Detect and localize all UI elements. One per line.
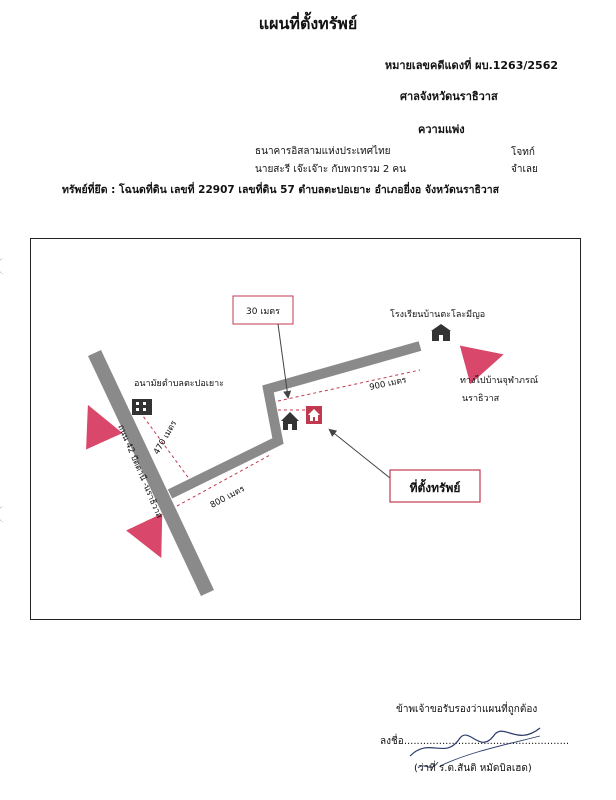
seized-property-line: ทรัพย์ที่ยึด : โฉนดที่ดิน เลขที่ 22907 เ…	[62, 181, 499, 198]
direction-label-line2: นราธิวาส	[462, 393, 500, 404]
distance-30-label: 30 เมตร	[246, 307, 280, 317]
callout-arrow-property	[328, 428, 391, 479]
sign-label: ลงชื่อ	[380, 736, 404, 747]
property-house-icon	[306, 406, 322, 424]
plaintiff-name: ธนาคารอิสลามแห่งประเทศไทย	[255, 146, 391, 157]
seized-detail: โฉนดที่ดิน เลขที่ 22907 เลขที่ดิน 57 ตำบ…	[119, 184, 500, 196]
distance-900-label: 900 เมตร	[369, 375, 408, 393]
direction-label-line1: ทางไปบ้านจุฬาภรณ์	[460, 374, 538, 386]
handwritten-signature	[409, 727, 541, 769]
certification-statement: ข้าพเจ้าขอรับรองว่าแผนที่ถูกต้อง	[396, 704, 538, 715]
callout-arrow-30	[277, 323, 292, 399]
house-icon	[281, 412, 299, 430]
direction-arrow-east	[459, 345, 504, 385]
distance-800-label: 800 เมตร	[209, 484, 247, 511]
distance-line-900	[277, 369, 421, 402]
distance-line-470	[139, 411, 191, 481]
building-icon	[132, 399, 152, 415]
defendant-name: นายสะรี เจ๊ะเจ๊าะ กับพวกรวม 2 คน	[255, 164, 406, 175]
seized-label: ทรัพย์ที่ยึด :	[62, 184, 116, 196]
page-title: แผนที่ตั้งทรัพย์	[258, 14, 358, 33]
case-number: หมายเลขคดีแดงที่ ผบ.1263/2562	[384, 59, 558, 72]
school-icon	[431, 324, 451, 341]
property-location-label: ที่ตั้งทรัพย์	[410, 478, 461, 495]
distance-470-label: 470 เมตร	[152, 419, 180, 457]
map-frame	[30, 238, 581, 620]
court-name: ศาลจังหวัดนราธิวาส	[400, 90, 498, 103]
direction-arrow-north	[86, 404, 123, 450]
local-road	[167, 341, 422, 499]
direction-arrow-south	[126, 513, 163, 559]
plaintiff-role: โจทก์	[511, 147, 535, 158]
signer-name: (ว่าที่ ร.ต.สันติ หมัดบิลเฮด)	[414, 763, 532, 774]
health-center-label: อนามัยตำบลตะปอเยาะ	[134, 378, 224, 389]
case-type: ความแพ่ง	[418, 123, 465, 136]
school-label: โรงเรียนบ้านตะโละมีญอ	[390, 309, 485, 320]
distance-30-box	[232, 295, 294, 325]
defendant-role: จำเลย	[511, 164, 538, 175]
property-location-box	[389, 469, 481, 503]
